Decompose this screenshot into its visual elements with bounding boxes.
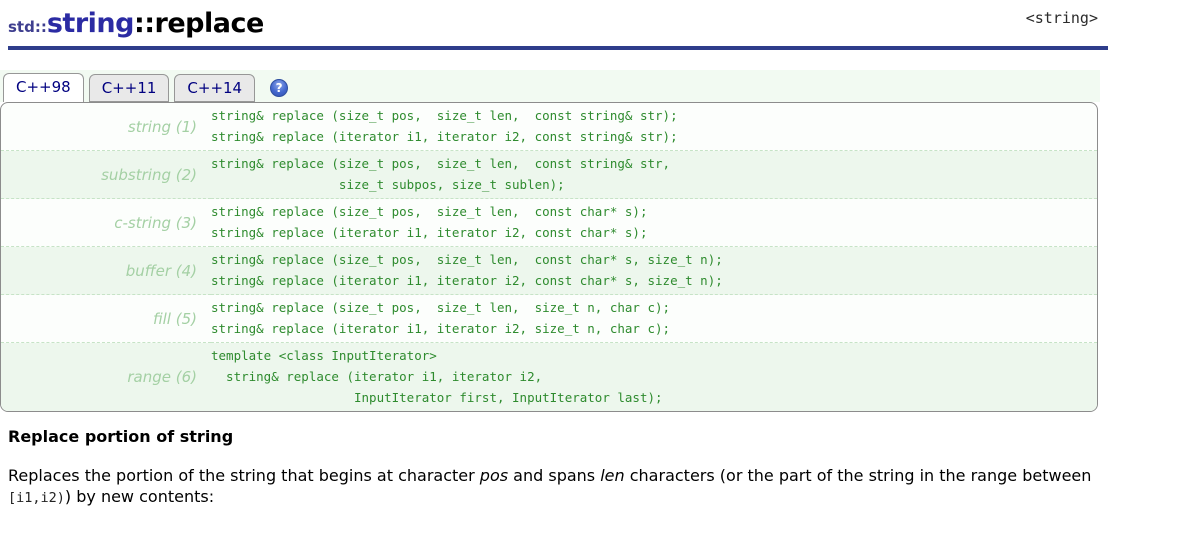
description-text: pos [479,466,509,485]
declaration-row: fill (5)string& replace (size_t pos, siz… [1,294,1097,343]
declaration-code: string& replace (size_t pos, size_t len,… [211,294,1097,343]
description-text: Replaces the portion of the string that … [8,466,480,485]
description-text: and spans [508,466,601,485]
member-name: ::replace [133,8,264,39]
title-divider [8,46,1108,50]
declaration-label: c-string (3) [1,198,211,247]
declaration-code: string& replace (size_t pos, size_t len,… [211,108,678,144]
section-heading: Replace portion of string [8,427,234,446]
declaration-code: string& replace (size_t pos, size_t len,… [211,198,1097,247]
declaration-row: substring (2)string& replace (size_t pos… [1,150,1097,199]
description-text: characters (or the part of the string in… [624,466,1092,485]
declarations-table: string (1) string& replace (size_t pos, s… [1,103,1097,411]
declarations-panel: string (1) string& replace (size_t pos, s… [0,102,1098,412]
declaration-row: buffer (4)string& replace (size_t pos, s… [1,246,1097,295]
declaration-row: string (1) string& replace (size_t pos, s… [1,103,1097,151]
description-code-fragment: [i1,i2) [8,490,65,506]
namespace-label: std:: [8,18,47,36]
help-icon[interactable]: ? [270,79,289,97]
page-title: std::string::replace [8,10,1192,37]
declaration-label: fill (5) [1,294,211,343]
header-include-ref[interactable]: <string> [1025,9,1098,27]
description: Replaces the portion of the string that … [8,465,1094,509]
description-text: len [600,466,625,485]
tab-bar: C++98 C++11 C++14 ? [0,70,1100,102]
tab-cpp98[interactable]: C++98 [3,73,84,102]
declaration-row: range (6)template <class InputIterator> … [1,342,1097,411]
declaration-code: string& replace (size_t pos, size_t len,… [211,246,1097,295]
declaration-label: substring (2) [1,150,211,199]
declaration-code: template <class InputIterator> string& r… [211,342,1097,411]
declaration-label: buffer (4) [1,246,211,295]
page-header: std::string::replace <string> [0,0,1192,50]
declaration-code: string& replace (size_t pos, size_t len,… [211,150,1097,199]
tab-cpp11[interactable]: C++11 [88,74,170,102]
class-name: string [46,8,135,39]
declaration-row: c-string (3)string& replace (size_t pos,… [1,198,1097,247]
declaration-label: string (1) [127,117,197,136]
declaration-label: range (6) [1,342,211,411]
tab-cpp14[interactable]: C++14 [174,74,256,102]
description-text: ) by new contents: [64,487,215,506]
